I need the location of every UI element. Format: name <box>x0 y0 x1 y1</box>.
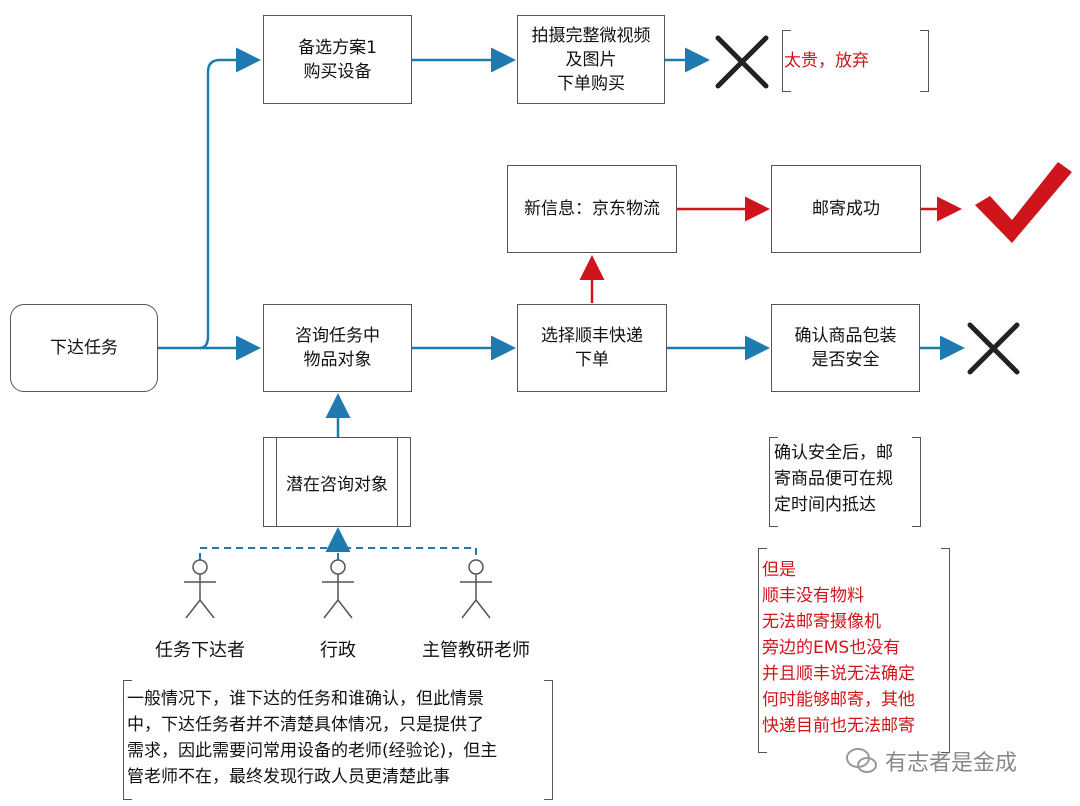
check-mark <box>975 162 1072 243</box>
note-bracket-right <box>941 548 950 753</box>
actor-label-task-giver: 任务下达者 <box>155 640 245 661</box>
note-but-reasons: 但是 顺丰没有物料 无法邮寄摄像机 旁边的EMS也没有 并且顺丰说无法确定 何时… <box>762 560 915 736</box>
actor-figure-2 <box>322 559 354 619</box>
node-potential-consult: 潜在咨询对象 <box>263 437 411 527</box>
watermark-text: 有志者是金成 <box>885 751 1018 776</box>
note-after-confirm: 确认安全后，邮 寄商品便可在规 定时间内抵达 <box>774 443 893 515</box>
arrow-start-to-alt <box>199 47 261 350</box>
note-general-situation: 一般情况下，谁下达的任务和谁确认，但此情景 中，下达任务者并不清楚具体情况，只是… <box>127 689 498 787</box>
node-potential-label: 潜在咨询对象 <box>276 438 398 526</box>
note-bracket-left <box>769 437 778 527</box>
x-mark-bottom <box>967 322 1020 375</box>
wechat-icon <box>846 748 877 773</box>
node-start-task: 下达任务 <box>10 304 158 392</box>
note-bracket-left <box>782 30 791 92</box>
note-bracket-right <box>920 30 929 92</box>
note-bracket-left <box>758 548 767 753</box>
note-too-expensive: 太贵，放弃 <box>784 51 869 71</box>
actor-label-admin: 行政 <box>320 640 356 661</box>
node-consult: 咨询任务中 物品对象 <box>263 304 412 392</box>
node-video: 拍摄完整微视频 及图片 下单购买 <box>517 15 665 104</box>
actor-label-supervisor: 主管教研老师 <box>422 640 530 661</box>
actor-figure-1 <box>184 559 216 619</box>
x-mark-top <box>715 35 769 89</box>
node-mail-success: 邮寄成功 <box>771 165 921 253</box>
node-new-info: 新信息：京东物流 <box>507 165 677 253</box>
note-bracket-right <box>912 437 921 527</box>
actor-figure-3 <box>460 559 492 619</box>
note-bracket-left <box>123 680 132 800</box>
node-choose-sf: 选择顺丰快递 下单 <box>517 304 667 392</box>
note-bracket-right <box>544 680 553 800</box>
node-confirm-package: 确认商品包装 是否安全 <box>771 304 920 392</box>
node-alt-plan: 备选方案1 购买设备 <box>263 15 412 104</box>
